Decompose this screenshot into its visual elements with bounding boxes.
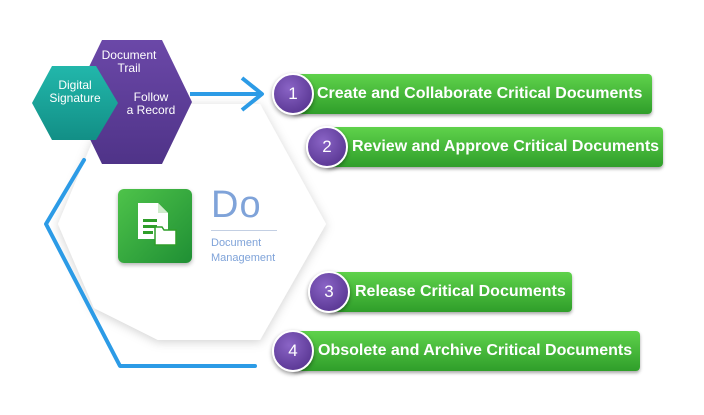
flow-line: [44, 158, 257, 368]
step-3-number: 3: [308, 271, 350, 313]
document-management-icon: [118, 189, 192, 263]
document-trail-hexagon: [72, 40, 192, 164]
do-title: Do: [211, 184, 262, 226]
step-4-number: 4: [272, 330, 314, 372]
document-trail-label: Document Trail: [101, 48, 157, 75]
do-subtitle: Document Management: [211, 237, 276, 264]
document-folder-icon: [138, 203, 177, 246]
step-1-number: 1: [272, 73, 314, 115]
digital-signature-hexagon: [32, 66, 118, 140]
step-1-label: Create and Collaborate Critical Document…: [317, 85, 643, 102]
step-2-bar: Review and Approve Critical Documents: [326, 127, 663, 167]
arrow-head: [240, 76, 264, 112]
step-4-label: Obsolete and Archive Critical Documents: [318, 342, 633, 359]
step-2-label: Review and Approve Critical Documents: [352, 138, 660, 155]
step-3-label: Release Critical Documents: [355, 283, 566, 300]
do-divider: [211, 230, 277, 231]
digital-signature-label: Digital Signature: [49, 78, 101, 105]
step-1-bar: Create and Collaborate Critical Document…: [292, 74, 652, 114]
step-2-number: 2: [306, 126, 348, 168]
follow-record-label: Follow a Record: [126, 90, 176, 117]
step-3-bar: Release Critical Documents: [328, 272, 572, 312]
step-4-bar: Obsolete and Archive Critical Documents: [292, 331, 640, 371]
